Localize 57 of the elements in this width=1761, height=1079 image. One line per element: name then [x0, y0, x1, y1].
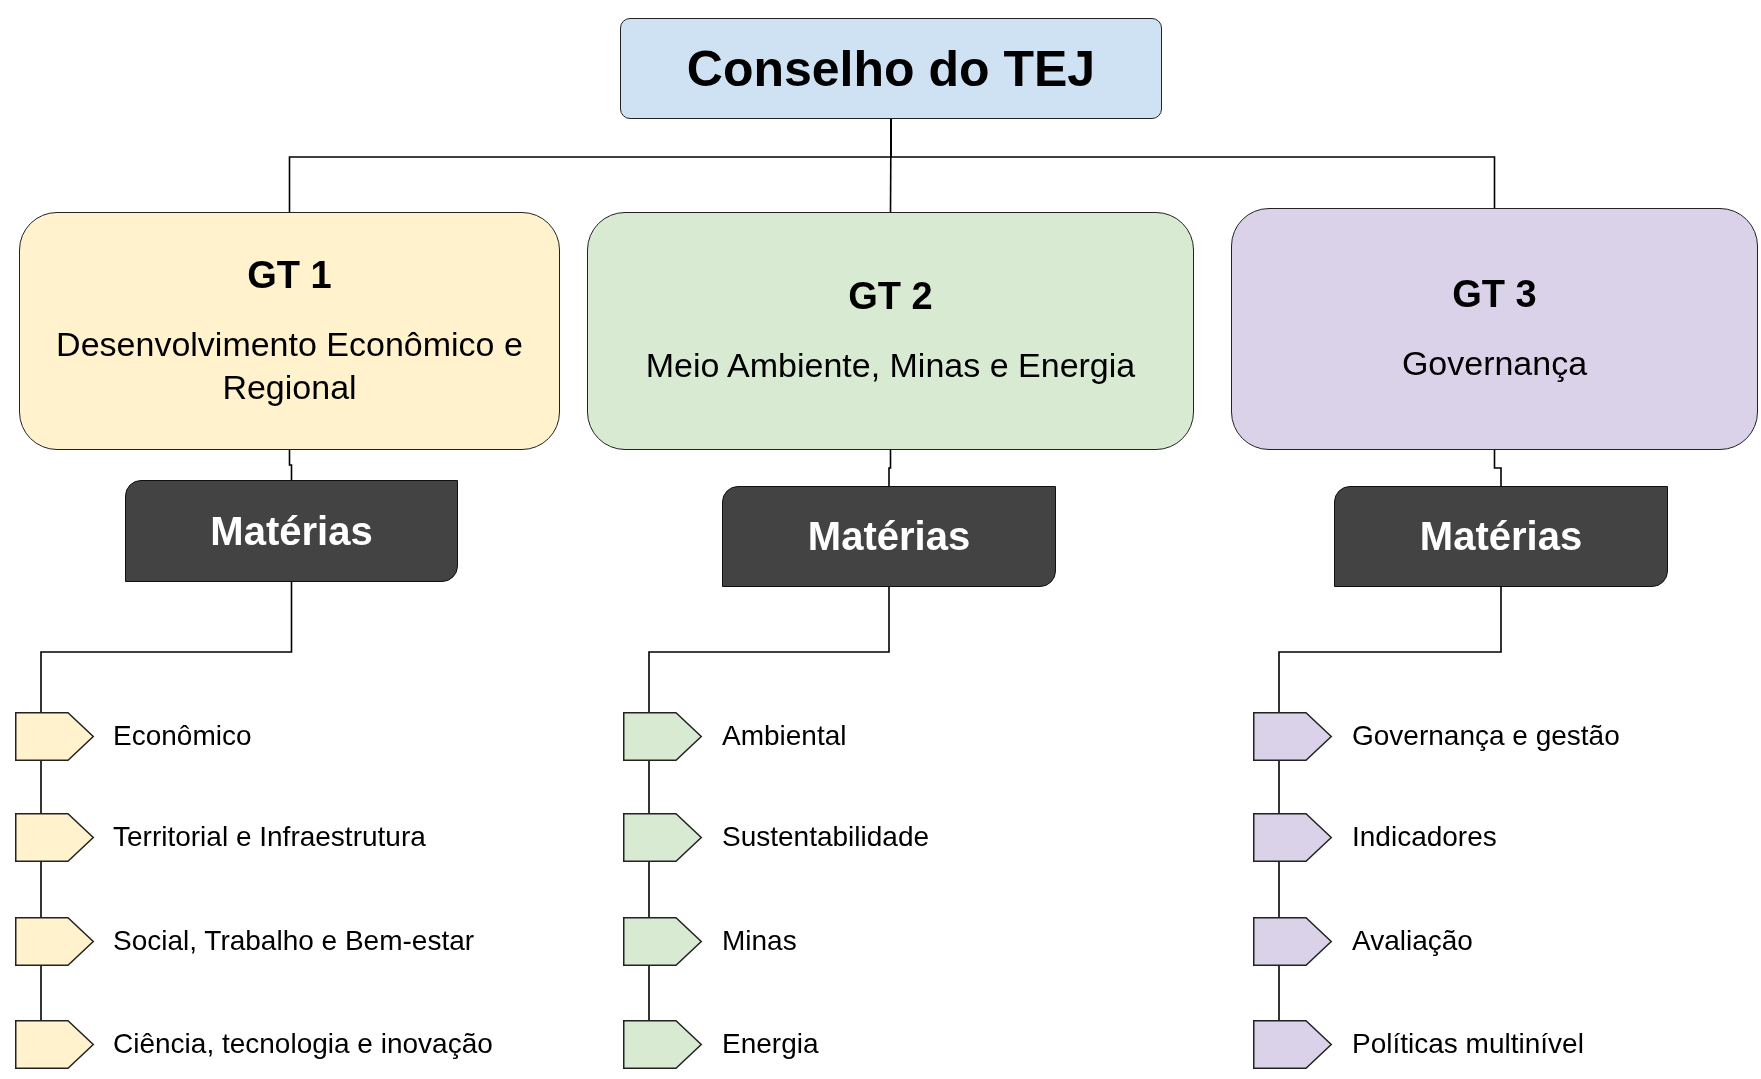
connector-line	[1278, 965, 1280, 1021]
group-subtitle: Meio Ambiente, Minas e Energia	[644, 345, 1137, 387]
connector-line	[648, 861, 650, 918]
topic-label: Minas	[722, 924, 797, 957]
pentagon-marker	[1253, 712, 1332, 761]
pentagon-marker	[15, 813, 94, 862]
pentagon-marker	[1253, 917, 1332, 966]
pentagon-marker	[623, 712, 702, 761]
working-group-box	[1231, 208, 1758, 450]
connector-line	[1278, 760, 1280, 814]
topics-header-box	[1334, 486, 1668, 587]
pentagon-marker	[1253, 813, 1332, 862]
council-box	[620, 18, 1162, 119]
topics-header-label: Matérias	[210, 508, 373, 554]
topic-label: Indicadores	[1352, 820, 1497, 853]
topic-label: Sustentabilidade	[722, 820, 930, 853]
council-box-title: Conselho do TEJ	[686, 39, 1096, 98]
group-heading: GT 3	[1452, 273, 1537, 317]
connector-line	[648, 760, 650, 814]
topic-label: Territorial e Infraestrutura	[113, 820, 426, 853]
pentagon-marker	[15, 917, 94, 966]
group-subtitle: Governança	[1400, 343, 1589, 385]
topic-label: Social, Trabalho e Bem-estar	[113, 924, 475, 957]
connector-line	[40, 965, 42, 1021]
topics-header-box	[125, 480, 458, 582]
topic-label: Energia	[722, 1027, 819, 1060]
connector-line	[288, 449, 293, 481]
topic-label: Econômico	[113, 719, 252, 752]
topics-header-label: Matérias	[1419, 514, 1583, 559]
connector-line	[648, 965, 650, 1021]
pentagon-marker	[1253, 1020, 1332, 1069]
connector-line	[40, 760, 42, 814]
working-group-box	[587, 212, 1194, 450]
pentagon-marker	[623, 917, 702, 966]
group-subtitle: Desenvolvimento Econômico e Regional	[55, 324, 524, 408]
topics-header-label: Matérias	[807, 514, 971, 559]
connector-line	[1493, 449, 1502, 487]
topic-label: Ambiental	[722, 719, 847, 752]
pentagon-marker	[15, 1020, 94, 1069]
working-group-box	[19, 212, 560, 450]
connector-line	[1278, 586, 1502, 713]
topic-label: Ciência, tecnologia e inovação	[113, 1027, 493, 1060]
topic-label: Governança e gestão	[1352, 719, 1620, 752]
connector-line	[888, 449, 892, 487]
pentagon-marker	[623, 1020, 702, 1069]
topic-label: Avaliação	[1352, 924, 1473, 957]
connector-line	[40, 861, 42, 918]
group-heading: GT 1	[247, 254, 332, 297]
group-heading: GT 2	[848, 275, 933, 319]
topics-header-box	[722, 486, 1056, 587]
pentagon-marker	[623, 813, 702, 862]
connector-line	[648, 586, 890, 713]
connector-line	[1278, 861, 1280, 918]
connector-line	[40, 581, 293, 713]
topic-label: Políticas multinível	[1352, 1027, 1584, 1060]
connector-line	[890, 118, 1496, 209]
pentagon-marker	[15, 712, 94, 761]
